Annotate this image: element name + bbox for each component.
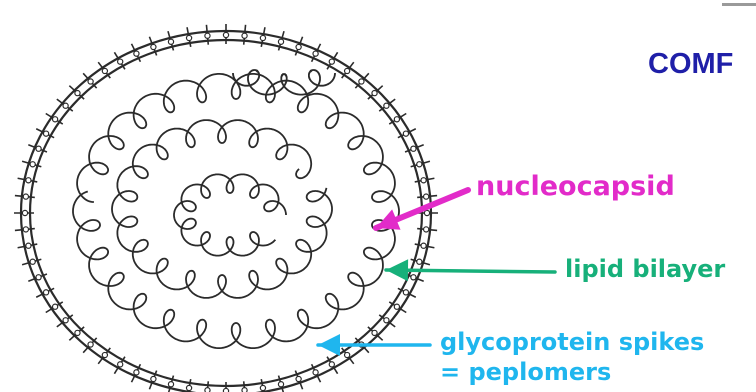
spike-knob bbox=[372, 330, 377, 335]
spike-knob bbox=[384, 318, 389, 323]
spike-knob bbox=[345, 68, 350, 73]
spike-knob bbox=[394, 117, 399, 122]
spike-knob bbox=[260, 385, 265, 390]
spike-knob bbox=[134, 370, 139, 375]
spike-knob bbox=[278, 39, 283, 44]
corner-watermark bbox=[722, 2, 756, 8]
spike-knob bbox=[205, 388, 210, 392]
coil-top bbox=[233, 70, 335, 95]
lipid-envelope bbox=[21, 31, 431, 392]
spike-knob bbox=[75, 330, 80, 335]
spike-knob bbox=[329, 362, 334, 367]
glycoprotein-spikes-label: glycoprotein spikes bbox=[440, 330, 704, 354]
spike-knob bbox=[30, 259, 35, 264]
spike-knob bbox=[63, 103, 68, 108]
coil-middle bbox=[112, 120, 332, 298]
spike-knob bbox=[205, 33, 210, 38]
spike-knob bbox=[394, 304, 399, 309]
lipid-bilayer-label: lipid bilayer bbox=[565, 257, 725, 281]
spike-knob bbox=[88, 342, 93, 347]
glycoprotein-spikes bbox=[14, 24, 438, 392]
spike-knob bbox=[403, 131, 408, 136]
spike-knob bbox=[118, 59, 123, 64]
spike-knob bbox=[26, 243, 31, 248]
spike-knob bbox=[43, 290, 48, 295]
spike-knob bbox=[53, 117, 58, 122]
spike-knob bbox=[223, 32, 228, 37]
spike-knob bbox=[424, 227, 429, 232]
spike-knob bbox=[260, 35, 265, 40]
spike-knob bbox=[242, 33, 247, 38]
spike-knob bbox=[359, 79, 364, 84]
spike-knob bbox=[23, 194, 28, 199]
spike-knob bbox=[329, 59, 334, 64]
spike-knob bbox=[417, 162, 422, 167]
coil-outer bbox=[73, 74, 399, 348]
spike-knob bbox=[118, 362, 123, 367]
spike-knob bbox=[345, 352, 350, 357]
spike-knob bbox=[411, 275, 416, 280]
spike-knob bbox=[63, 318, 68, 323]
spike-knob bbox=[186, 35, 191, 40]
lipid-arrow-head bbox=[386, 259, 408, 281]
spike-knob bbox=[75, 90, 80, 95]
spike-knob bbox=[151, 44, 156, 49]
spike-knob bbox=[403, 290, 408, 295]
spike-knob bbox=[296, 376, 301, 381]
nucleocapsid-coils bbox=[73, 70, 399, 348]
spike-knob bbox=[53, 304, 58, 309]
spike-knob bbox=[36, 146, 41, 151]
spike-knob bbox=[278, 382, 283, 387]
spike-knob bbox=[23, 227, 28, 232]
peplomers-label: = peplomers bbox=[440, 360, 611, 384]
spike-knob bbox=[26, 178, 31, 183]
spike-knob bbox=[88, 79, 93, 84]
spike-knob bbox=[223, 388, 228, 392]
coil-inner bbox=[174, 174, 286, 255]
spike-knob bbox=[242, 388, 247, 392]
spike-knob bbox=[417, 259, 422, 264]
spike-knob bbox=[36, 275, 41, 280]
spike-knob bbox=[168, 39, 173, 44]
spike-knob bbox=[421, 243, 426, 248]
spike-knob bbox=[102, 68, 107, 73]
spike-knob bbox=[186, 385, 191, 390]
membrane-outer bbox=[21, 31, 431, 392]
spike-knob bbox=[102, 352, 107, 357]
spike-knob bbox=[424, 210, 429, 215]
lipid-arrow-shaft bbox=[386, 270, 555, 272]
spike-knob bbox=[22, 210, 27, 215]
spike-knob bbox=[421, 178, 426, 183]
spike-knob bbox=[168, 382, 173, 387]
spike-knob bbox=[313, 51, 318, 56]
spike-knob bbox=[30, 162, 35, 167]
spike-knob bbox=[424, 194, 429, 199]
spike-knob bbox=[296, 44, 301, 49]
spike-knob bbox=[411, 146, 416, 151]
spike-knob bbox=[313, 370, 318, 375]
spike-knob bbox=[384, 103, 389, 108]
glycoprotein-arrow-head bbox=[318, 334, 340, 356]
spike-knob bbox=[372, 90, 377, 95]
spike-knob bbox=[151, 376, 156, 381]
nucleocapsid-label: nucleocapsid bbox=[476, 173, 675, 200]
spike-knob bbox=[43, 131, 48, 136]
spike-knob bbox=[134, 51, 139, 56]
membrane-inner bbox=[30, 40, 422, 386]
page-title-partial: COMF bbox=[648, 50, 733, 79]
